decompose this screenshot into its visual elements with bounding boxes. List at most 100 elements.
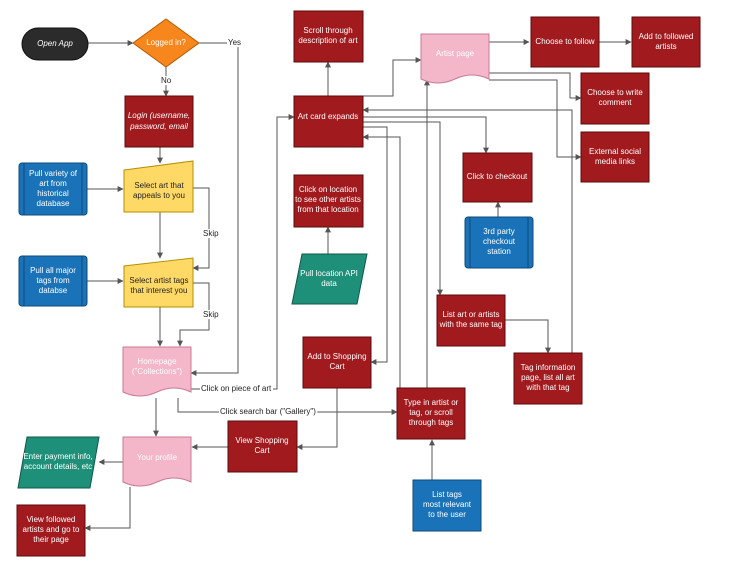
node-tag-info-text-2: page, list all art	[521, 373, 576, 382]
edge-click-search	[177, 398, 398, 415]
edge-label-click-piece: Click on piece of art	[201, 384, 272, 393]
node-pull-location-text-2: data	[321, 279, 337, 288]
edge-skip1	[192, 187, 210, 271]
node-add-cart-text-1: Add to Shopping	[307, 352, 366, 361]
node-click-location-text-2: to see other artists	[295, 195, 361, 204]
node-type-artist: Type in artist or tag, or scroll through…	[396, 387, 466, 440]
node-tag-info: Tag information page, list all art with …	[513, 352, 583, 405]
node-pull-location-text-1: Pull location API	[300, 269, 358, 278]
node-add-followed: Add to followed artists	[631, 16, 701, 68]
node-pull-tags: Pull all major tags from databse	[18, 255, 88, 307]
node-select-tags: Select artist tags that interest you	[123, 257, 194, 308]
node-third-party-text-3: station	[487, 247, 511, 256]
edge-profile-view-followed	[84, 487, 131, 531]
edge-label-background	[202, 229, 221, 239]
edge-art-card-checkout	[363, 116, 489, 154]
node-tag-info-text-3: with that tag	[525, 383, 569, 392]
node-choose-comment-text-2: comment	[599, 98, 633, 107]
node-open-app: Open App	[21, 27, 89, 61]
node-checkout: Click to checkout	[462, 152, 533, 203]
node-external-social-text-2: media links	[595, 157, 635, 166]
node-list-tags-text-2: most relevant	[423, 500, 472, 509]
edge-label-skip-1: Skip	[203, 229, 219, 238]
node-select-art: Select art that appeals to you	[123, 160, 194, 213]
node-select-tags-text-2: that interest you	[131, 286, 188, 295]
node-pull-variety: Pull variety of art from historical data…	[18, 162, 88, 216]
edge-add-cart-view-cart	[296, 388, 338, 450]
node-click-location-text-3: from that location	[297, 205, 358, 214]
edge-label-background	[227, 38, 243, 48]
node-type-artist-text-2: tag, or scroll	[409, 408, 453, 417]
node-type-artist-text-1: Type in artist or	[404, 398, 459, 407]
node-open-app-text: Open App	[37, 39, 73, 48]
node-view-cart: View Shopping Cart	[227, 420, 298, 473]
edge-art-card-artist-page	[363, 57, 422, 97]
node-view-followed-text-1: View followed	[27, 515, 76, 524]
edge-skip2	[177, 282, 210, 347]
node-choose-comment-text-1: Choose to write	[587, 88, 643, 97]
node-view-followed-text-2: artists and go to	[23, 525, 80, 534]
node-pull-variety-text-2: art from	[39, 179, 67, 188]
node-list-tags: List tags most relevant to the user	[412, 479, 482, 532]
node-add-cart: Add to Shopping Cart	[302, 336, 372, 389]
edge-label-yes: Yes	[228, 38, 241, 47]
node-login: Login (username, password, email	[124, 95, 194, 148]
node-list-same-tag-text-2: with the same tag	[439, 320, 503, 329]
node-view-followed-text-3: their page	[33, 535, 69, 544]
edge-click-piece	[191, 114, 295, 390]
node-choose-follow-text: Choose to follow	[535, 37, 594, 46]
edge-label-background	[200, 384, 274, 394]
node-pull-tags-text-1: Pull all major	[30, 266, 76, 275]
node-list-same-tag-text-1: List art or artists	[443, 310, 500, 319]
node-logged-in: Logged in?	[132, 18, 200, 68]
node-art-card-text: Art card expands	[298, 112, 358, 121]
node-art-card: Art card expands	[293, 95, 364, 148]
node-external-social: External social media links	[580, 131, 650, 183]
node-type-artist-text-3: through tags	[409, 418, 453, 427]
node-logged-in-text: Logged in?	[146, 38, 186, 47]
edge-art-card-list-same-tag	[363, 121, 443, 296]
node-add-followed-text-1: Add to followed	[639, 32, 694, 41]
node-homepage-text-2: ("Collections")	[132, 367, 182, 376]
node-checkout-text: Click to checkout	[467, 172, 528, 181]
node-view-cart-text-2: Cart	[254, 446, 270, 455]
node-select-art-text-2: appeals to you	[133, 191, 185, 200]
node-select-tags-text-1: Select artist tags	[129, 276, 188, 285]
node-enter-payment: Enter payment info, account details, etc	[17, 436, 100, 489]
node-third-party-text-2: checkout	[483, 237, 516, 246]
node-scroll-desc-text-1: Scroll through	[303, 26, 352, 35]
flowchart-nodes: Open App Logged in? Login (username, pas…	[16, 10, 701, 557]
edge-label-click-search: Click search bar ("Gallery")	[220, 407, 316, 416]
node-list-same-tag: List art or artists with the same tag	[436, 294, 506, 347]
node-third-party: 3rd party checkout station	[464, 216, 534, 269]
edge-list-same-tag-tag-info	[505, 319, 551, 354]
node-homepage: Homepage ("Collections")	[122, 346, 192, 397]
node-add-followed-text-2: artists	[655, 42, 676, 51]
edge-logged-yes-homepage	[190, 42, 239, 376]
node-pull-variety-text-1: Pull variety of	[29, 169, 78, 178]
node-login-text-1: Login (username,	[128, 111, 190, 120]
edge-label-background	[160, 76, 173, 86]
edge-tag-info-art-card	[362, 107, 573, 353]
node-pull-location: Pull location API data	[291, 253, 368, 305]
node-artist-page-text: Artist page	[436, 49, 475, 58]
edge-label-skip-2: Skip	[203, 310, 219, 319]
node-view-followed: View followed artists and go to their pa…	[16, 504, 86, 557]
node-login-text-2: password, email	[129, 122, 188, 131]
node-tag-info-text-1: Tag information	[521, 363, 576, 372]
edge-label-no: No	[161, 76, 172, 85]
node-artist-page: Artist page	[420, 33, 490, 84]
node-your-profile-text: Your profile	[137, 453, 178, 462]
node-list-tags-text-3: to the user	[428, 510, 466, 519]
edge-label-background	[219, 407, 318, 417]
node-pull-tags-text-3: databse	[39, 286, 68, 295]
node-pull-variety-text-3: historical	[37, 189, 69, 198]
edge-artist-page-comment	[489, 72, 582, 101]
edge-type-to-art-card	[362, 134, 401, 388]
node-scroll-desc-text-2: description of art	[298, 36, 358, 45]
edge-art-card-add-cart	[363, 126, 388, 365]
node-enter-payment-text-1: Enter payment info,	[23, 452, 92, 461]
node-list-tags-text-1: List tags	[432, 490, 462, 499]
